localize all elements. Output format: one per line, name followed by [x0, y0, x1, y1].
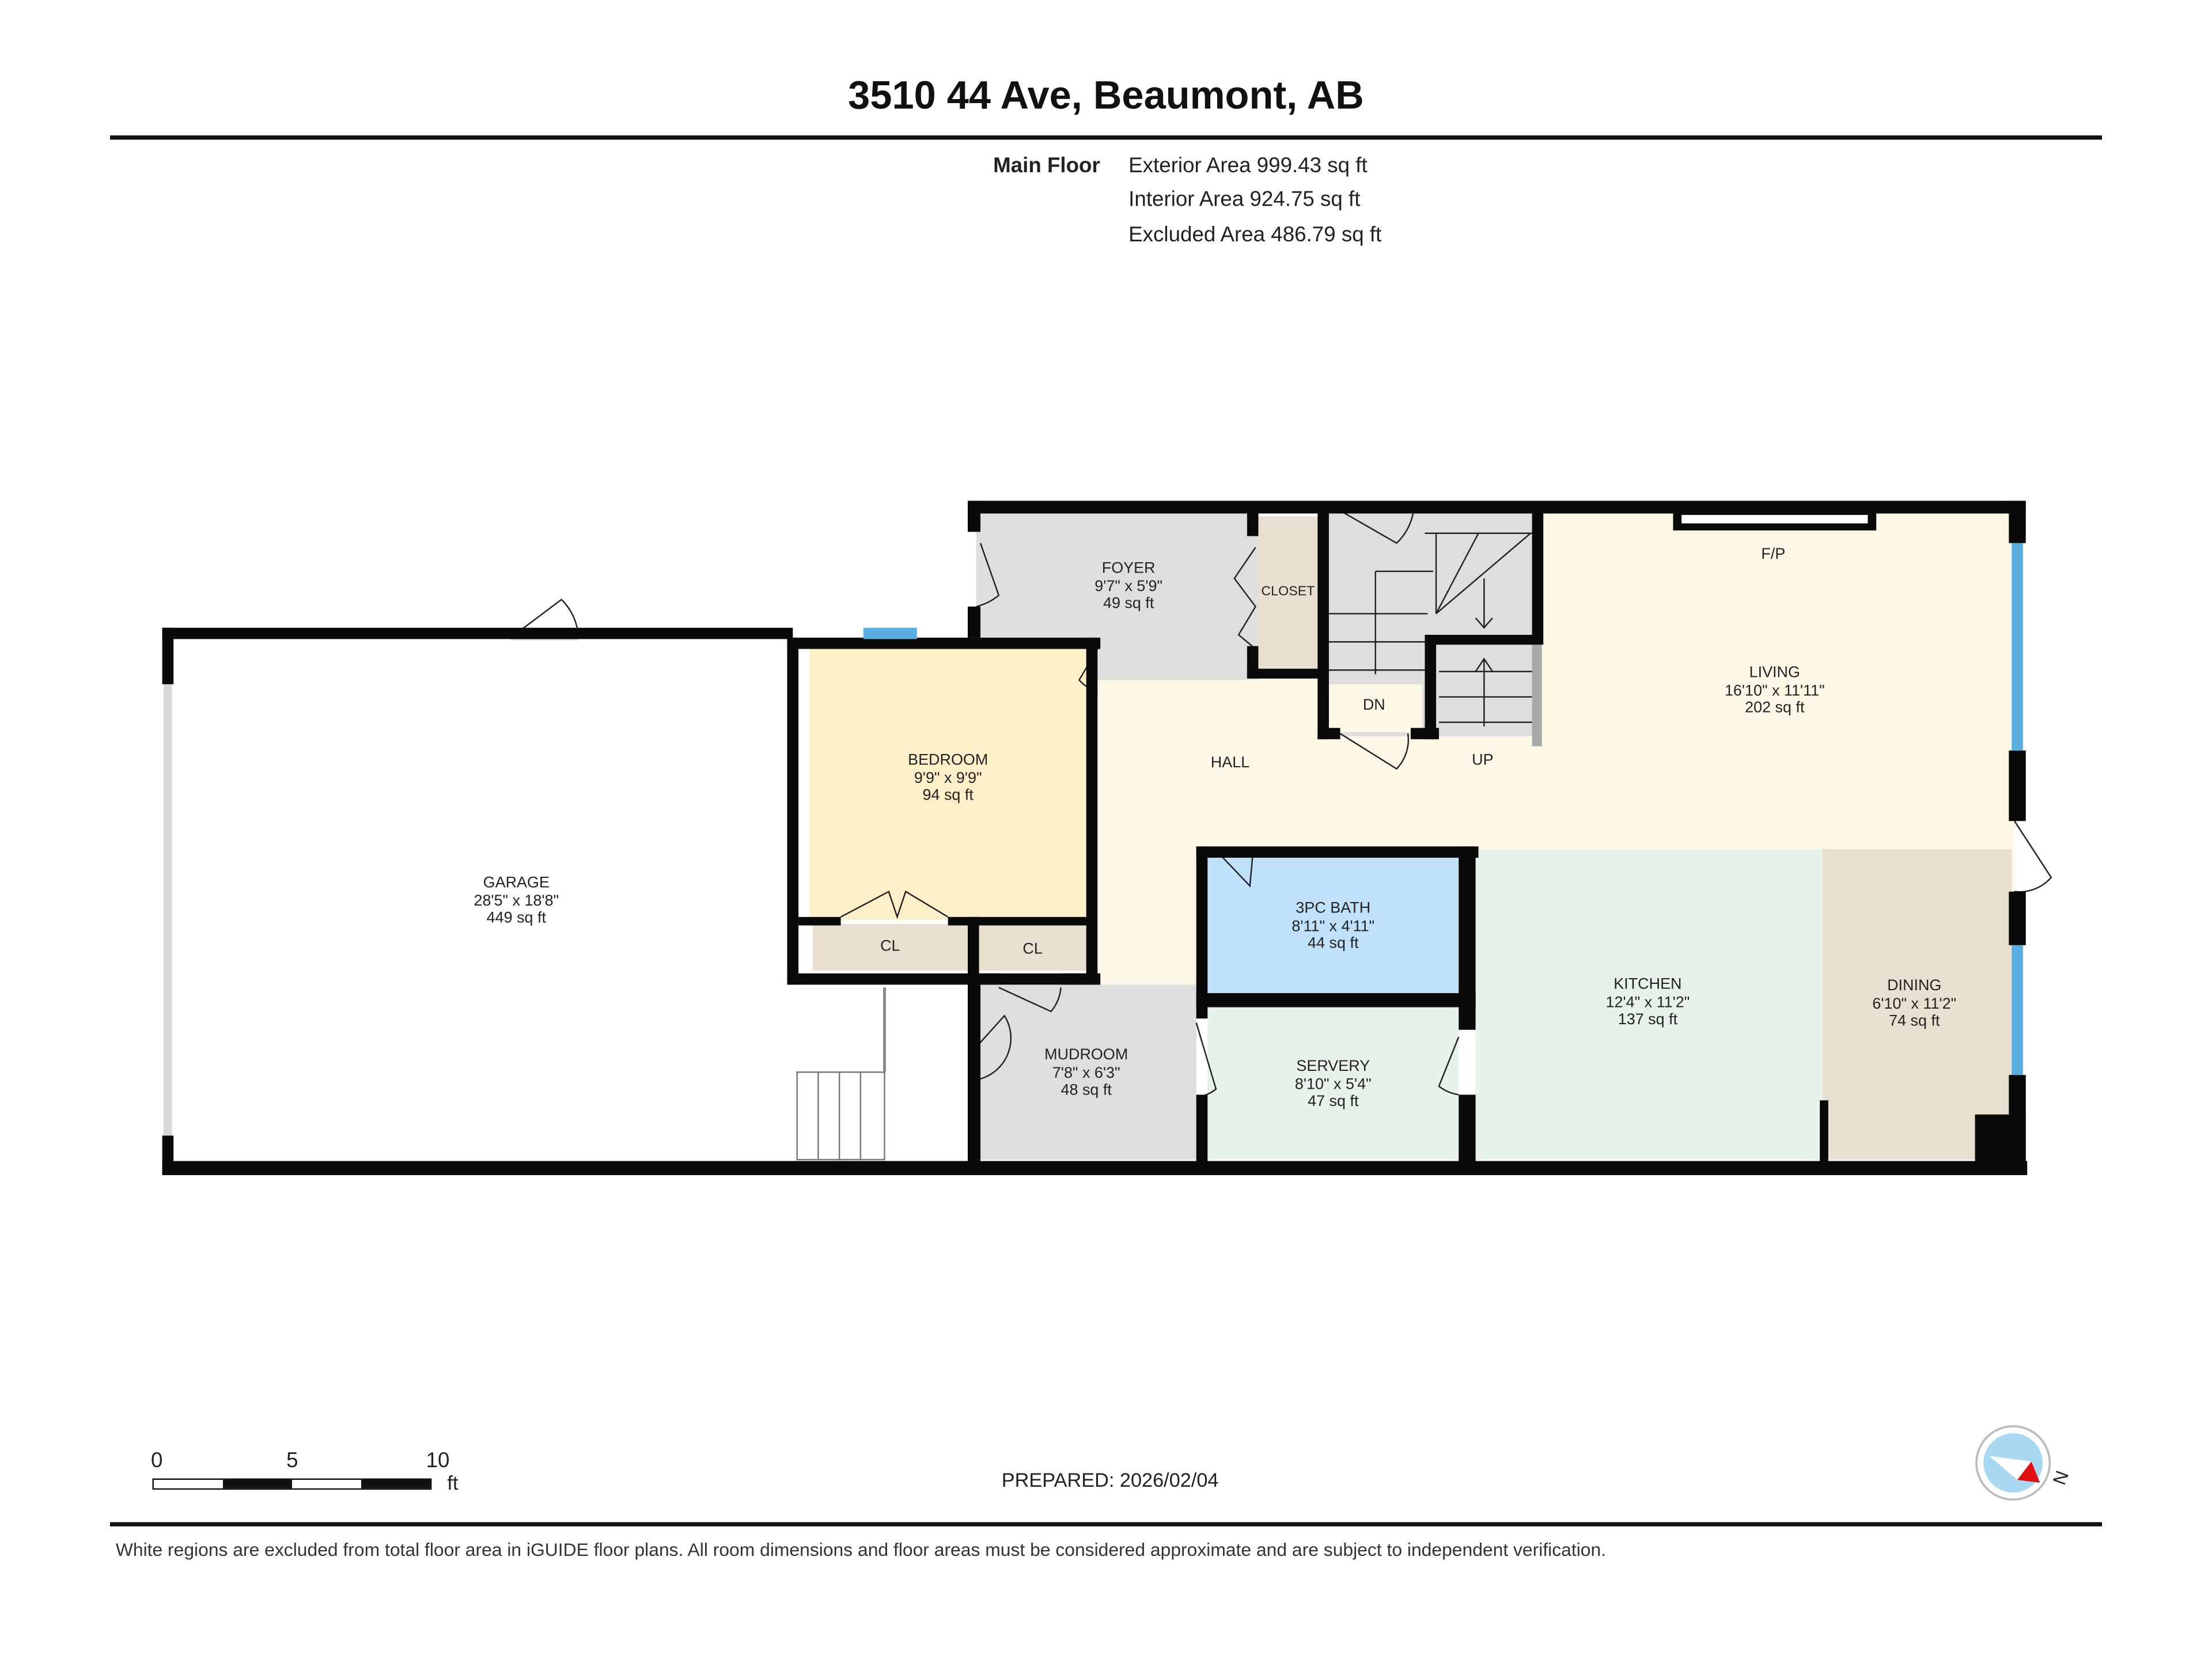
label-stairs-up: UP: [1472, 752, 1494, 769]
label-dining: DINING 6'10" x 11'2" 74 sq ft: [1872, 978, 1957, 1030]
window-living: [2012, 543, 2023, 751]
room-closet-cl2[interactable]: [979, 924, 1086, 971]
room-living[interactable]: [1540, 510, 2015, 850]
label-closet: CLOSET: [1261, 584, 1315, 600]
label-bedroom: BEDROOM 9'9" x 9'9" 94 sq ft: [908, 752, 988, 804]
label-servery: SERVERY 8'10" x 5'4" 47 sq ft: [1294, 1058, 1372, 1111]
floor-label: Main Floor: [993, 153, 1100, 178]
garage-overhead-door[interactable]: [164, 683, 172, 1137]
label-foyer: FOYER 9'7" x 5'9" 49 sq ft: [1094, 560, 1163, 612]
excluded-area: Excluded Area 486.79 sq ft: [1128, 222, 1382, 247]
label-bath: 3PC BATH 8'11" x 4'11" 44 sq ft: [1291, 900, 1375, 953]
stairs-dn-landing[interactable]: [1326, 684, 1422, 733]
prepared-date: PREPARED: 2026/02/04: [1001, 1468, 1219, 1491]
fireplace: [1681, 514, 1868, 524]
exterior-area: Exterior Area 999.43 sq ft: [1128, 153, 1368, 178]
room-bath[interactable]: [1207, 857, 1459, 994]
room-closet[interactable]: [1258, 516, 1318, 669]
compass-icon: N: [1975, 1425, 2074, 1509]
room-garage[interactable]: [172, 637, 790, 1162]
room-dining[interactable]: [1823, 849, 2012, 1160]
room-servery[interactable]: [1207, 1007, 1459, 1160]
footer-divider: [110, 1522, 2102, 1527]
label-hall: HALL: [1210, 755, 1250, 772]
room-closet-cl1[interactable]: [812, 924, 968, 971]
stair-railing: [1532, 645, 1542, 747]
header-divider: [110, 135, 2102, 140]
label-mudroom: MUDROOM 7'8" x 6'3" 48 sq ft: [1044, 1047, 1128, 1099]
label-living: LIVING 16'10" x 11'11" 202 sq ft: [1724, 664, 1825, 717]
room-mudroom[interactable]: [979, 984, 1196, 1160]
label-stairs-dn: DN: [1362, 696, 1385, 714]
label-cl-1: CL: [880, 938, 900, 955]
window-bedroom: [863, 627, 917, 639]
page-title: 3510 44 Ave, Beaumont, AB: [848, 73, 1364, 118]
interior-area: Interior Area 924.75 sq ft: [1128, 187, 1361, 212]
window-dining: [2012, 945, 2023, 1075]
room-kitchen[interactable]: [1475, 849, 1823, 1160]
label-garage: GARAGE 28'5" x 18'8" 449 sq ft: [474, 874, 559, 927]
label-fireplace: F/P: [1761, 546, 1786, 563]
footer-disclaimer: White regions are excluded from total fl…: [115, 1539, 1607, 1560]
label-kitchen: KITCHEN 12'4" x 11'2" 137 sq ft: [1605, 976, 1690, 1029]
room-bedroom[interactable]: [809, 643, 1089, 920]
label-cl-2: CL: [1022, 941, 1043, 958]
